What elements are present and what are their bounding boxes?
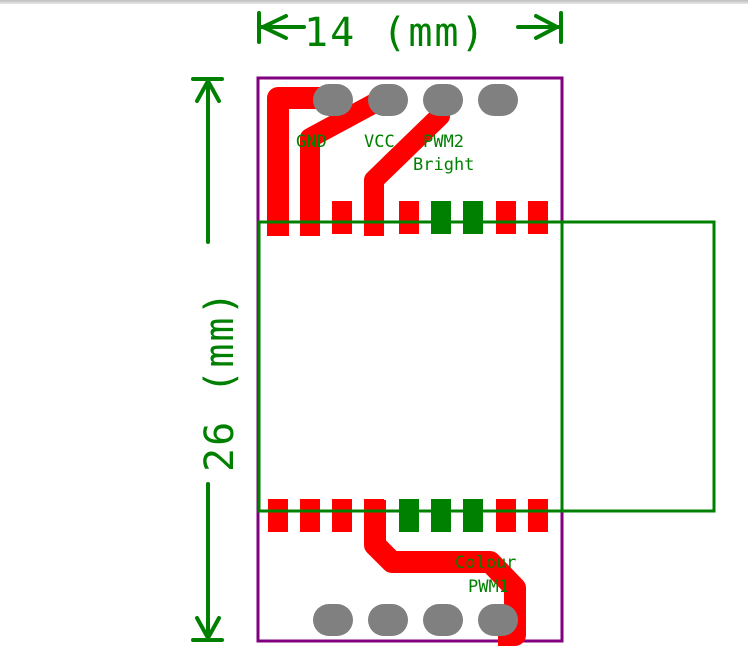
- pad-4: [478, 84, 518, 116]
- pad-pwm2: [423, 84, 463, 116]
- bottom-header-pads: [313, 604, 518, 636]
- height-label: 26 (mm): [197, 289, 243, 472]
- window-top-edge: [0, 0, 748, 4]
- label-pwm1: PWM1: [468, 577, 509, 597]
- label-colour: Colour: [455, 553, 516, 573]
- height-dimension: [191, 76, 224, 643]
- pad-vcc: [368, 84, 408, 116]
- pad-gnd: [313, 84, 353, 116]
- component-outline: [257, 220, 716, 513]
- top-smd-pads: [268, 201, 548, 234]
- pad-b3: [423, 604, 463, 636]
- width-label: 14 (mm): [304, 10, 487, 56]
- pad-pwm1: [478, 604, 518, 636]
- label-vcc: VCC: [364, 132, 395, 152]
- width-dimension: [257, 11, 563, 44]
- pwm1-trace: [364, 500, 526, 646]
- pad-b1: [313, 604, 353, 636]
- label-pwm2: PWM2: [423, 132, 464, 152]
- bottom-smd-pads: [268, 499, 548, 532]
- label-bright: Bright: [413, 155, 474, 175]
- label-gnd: GND: [296, 132, 327, 152]
- top-header-pads: [313, 84, 518, 116]
- pad-b2: [368, 604, 408, 636]
